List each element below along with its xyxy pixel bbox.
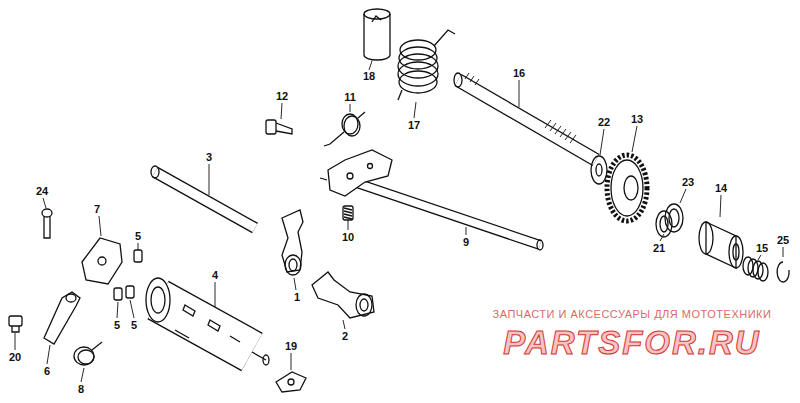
spring-part — [324, 112, 365, 146]
spring-part — [74, 342, 102, 365]
washer-part — [591, 156, 607, 184]
callout-number: 7 — [93, 204, 101, 215]
callout-number: 24 — [35, 186, 49, 197]
shift-shaft-part — [320, 150, 543, 250]
callout-number: 2 — [341, 331, 349, 342]
spring-part — [743, 257, 768, 281]
callout-number: 4 — [211, 270, 219, 281]
callout-number: 12 — [275, 91, 289, 102]
gear-part — [607, 155, 647, 221]
callout-number: 19 — [284, 341, 298, 352]
callout-number: 18 — [362, 71, 376, 82]
callout-number: 16 — [512, 68, 526, 79]
plate-part — [276, 372, 306, 392]
callout-number: 1 — [293, 292, 301, 303]
sleeve-part — [364, 9, 390, 60]
callout-number: 20 — [8, 352, 22, 363]
watermark-text: ЗАПЧАСТИ И АКСЕССУАРЫ ДЛЯ МОТОТЕХНИКИ — [493, 309, 772, 320]
callout-number: 17 — [407, 120, 421, 131]
drum-part — [146, 278, 269, 365]
fork-part — [312, 272, 374, 318]
ring-part — [656, 204, 683, 237]
callout-number: 25 — [776, 235, 790, 246]
shaft-part — [454, 73, 596, 160]
callout-number: 23 — [681, 177, 695, 188]
spring-part — [398, 30, 455, 100]
callout-number: 5 — [113, 320, 121, 331]
watermark-logo: PARTSFOR.RU — [503, 326, 760, 359]
callout-number: 5 — [134, 231, 142, 242]
callout-number: 3 — [205, 152, 213, 163]
spring-part — [343, 206, 353, 220]
callout-number: 13 — [630, 114, 644, 125]
leader-lines — [15, 61, 783, 382]
callout-number: 21 — [652, 243, 666, 254]
bolt-part — [9, 316, 22, 332]
callout-number: 15 — [755, 243, 769, 254]
callout-number: 22 — [597, 117, 611, 128]
callout-number: 5 — [130, 320, 138, 331]
bolt-part — [42, 209, 52, 238]
hub-part — [699, 222, 743, 268]
rod-part — [151, 166, 255, 228]
callout-number: 8 — [77, 384, 85, 395]
callout-number: 11 — [343, 92, 357, 103]
callout-number: 9 — [462, 237, 470, 248]
circlip-part — [777, 262, 789, 282]
fork-part — [282, 210, 303, 275]
plate-part — [82, 238, 122, 284]
callout-number: 14 — [714, 183, 728, 194]
callout-number: 10 — [341, 232, 355, 243]
callout-number: 6 — [43, 366, 51, 377]
lever-part — [44, 292, 80, 344]
bolt-part — [266, 120, 292, 134]
